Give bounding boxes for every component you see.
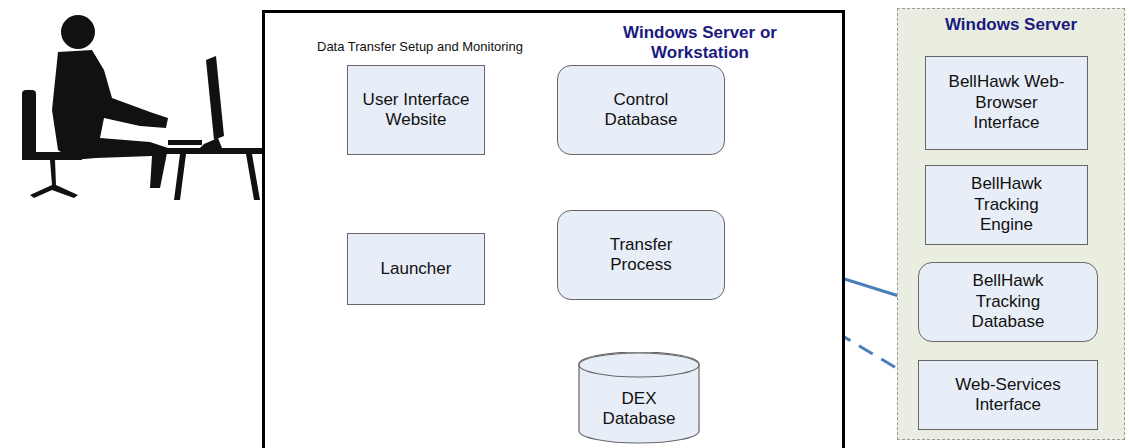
monitor [206,56,224,140]
process-box: Launcher [347,233,485,305]
group-title: Windows Server [898,15,1124,35]
database-box: BellHawk Tracking Database [918,262,1098,342]
box-label: Launcher [356,259,476,279]
person-body [52,50,168,188]
chair-base [30,160,78,198]
box-label: Control Database [591,90,691,131]
chair-back [22,90,36,160]
cylinder-body [579,352,699,443]
process-box: Transfer Process [557,210,725,300]
chair-seat [22,152,82,160]
box-label: Web-Services Interface [943,375,1073,416]
box-label: BellHawk Tracking Database [958,271,1058,332]
group-label: Data Transfer Setup and Monitoring [317,39,577,55]
box-label: DEX Database [594,389,684,430]
desk-legs [174,154,260,200]
box-label: BellHawk Web-Browser Interface [942,72,1072,133]
interface-box: Web-Services Interface [918,360,1098,430]
box-label: User Interface Website [356,90,476,131]
monitor-stand [200,138,222,148]
component-box: BellHawk Tracking Engine [925,165,1088,245]
cylinder-top [579,353,699,377]
process-box: User Interface Website [347,65,485,155]
database-box: Control Database [557,65,725,155]
person-at-desk [22,15,265,200]
box-label: BellHawk Tracking Engine [957,174,1057,235]
component-box: BellHawk Web-Browser Interface [925,56,1088,150]
desk-top [160,148,265,154]
person-head [61,15,95,49]
group-title: Windows Server or Workstation [605,23,795,64]
system-boundary: Data Transfer Setup and Monitoring Window… [262,10,845,448]
keyboard [168,140,202,145]
database-cylinder: DEX Database [578,352,700,444]
server-panel: Windows ServerBellHawk Web-Browser Inter… [897,8,1125,440]
box-label: Transfer Process [591,235,691,276]
